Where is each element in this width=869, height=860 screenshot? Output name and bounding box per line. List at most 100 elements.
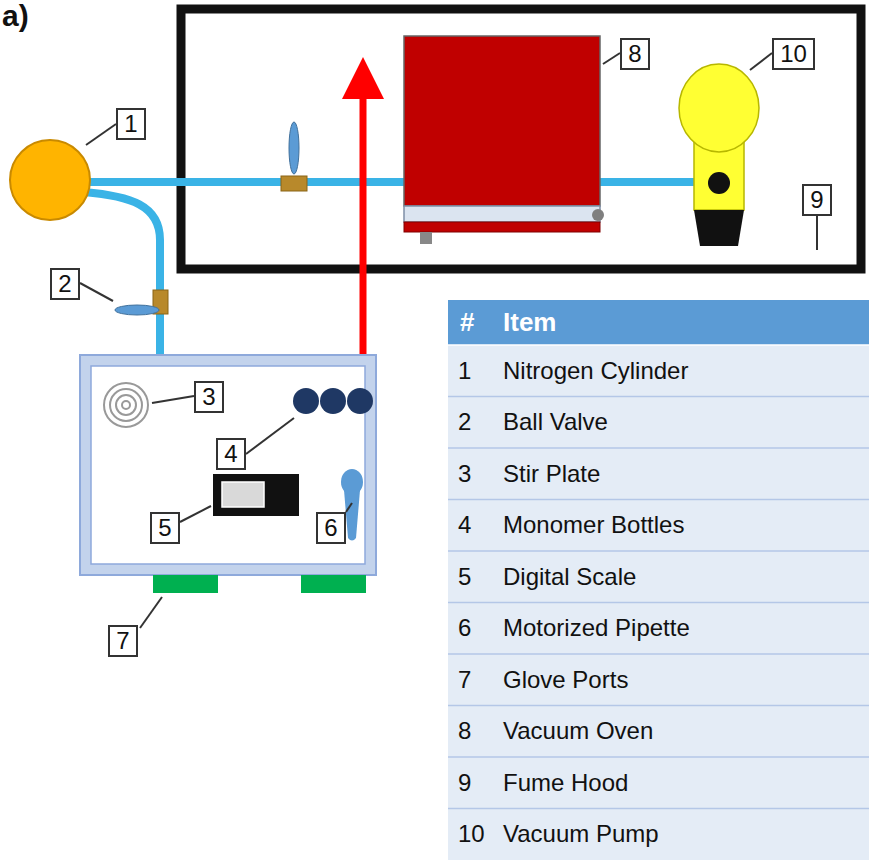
nitrogen-tube [88,178,705,186]
transfer-arrow [360,78,367,356]
glove-box [80,355,376,575]
table-item: Digital Scale [503,563,636,591]
vacuum-oven [420,232,432,244]
ball-valve [115,305,159,315]
glove-box [80,355,376,575]
transfer-arrow [363,78,364,356]
callout-number: 9 [810,187,824,213]
table-number: 8 [458,717,471,745]
nitrogen-cylinder [10,140,90,220]
callout-number: 6 [324,515,338,541]
callout-box: 3 [194,381,224,413]
glove-port [153,575,218,593]
vacuum-oven [404,36,604,244]
stir-plate [104,383,148,427]
callout-box: 6 [316,512,346,544]
fume-hood [181,9,861,269]
leader-line [246,418,294,454]
table-item: Ball Valve [503,408,608,436]
callout-number: 1 [124,111,138,137]
stir-plate [110,389,142,421]
nitrogen-tube [84,192,160,356]
fume-hood [181,9,861,269]
digital-scale [213,474,299,516]
motorized-pipette [344,490,360,541]
table-row-divider [448,705,869,707]
glove-port [153,575,366,593]
ball-valve [289,122,299,174]
vacuum-oven [404,36,600,206]
monomer-bottle [293,388,319,414]
stir-plate [116,395,136,415]
table-background [448,300,869,345]
table-row-divider [448,499,869,501]
leader-line [80,283,113,301]
leader-line [750,53,772,70]
vacuum-oven [404,206,600,222]
vacuum-oven [404,222,600,232]
panel-label: a) [2,2,29,30]
table-item: Motorized Pipette [503,614,690,642]
table-number: 1 [458,357,471,385]
table-background [448,300,869,860]
glove-box [91,366,365,564]
table-item: Glove Ports [503,666,628,694]
table-row-divider [448,602,869,604]
leader-line [152,396,194,403]
leader-line [140,597,162,628]
leader-line [346,503,352,512]
table-header: Item [503,308,556,336]
table-row-divider [448,396,869,398]
callout-number: 2 [58,271,72,297]
callout-number: 5 [158,515,172,541]
monomer-bottle [347,388,373,414]
monomer-bottle [293,388,373,414]
table-item: Fume Hood [503,769,628,797]
callout-box: 1 [116,108,146,140]
leader-line [180,506,211,522]
digital-scale [222,482,264,507]
table-item: Nitrogen Cylinder [503,357,688,385]
digital-scale [213,474,299,516]
leader-line [603,53,620,64]
table-number: 4 [458,511,471,539]
callout-number: 10 [780,41,807,67]
ball-valve [281,176,307,191]
table-number: 7 [458,666,471,694]
vacuum-pump [694,210,744,246]
glove-port [301,575,366,593]
vacuum-pump [708,172,730,194]
callout-number: 3 [202,384,216,410]
table-number: 9 [458,769,471,797]
nitrogen-cylinder [10,140,90,220]
monomer-bottle [320,388,346,414]
callout-box: 9 [802,184,832,216]
table-row-divider [448,447,869,449]
table-item: Vacuum Pump [503,820,659,848]
callout-number: 7 [116,628,130,654]
table-item: Vacuum Oven [503,717,653,745]
callout-box: 8 [620,38,650,70]
callout-box: 10 [772,38,815,70]
table-item: Monomer Bottles [503,511,684,539]
callout-number: 8 [628,41,642,67]
callout-box: 5 [150,512,180,544]
table-row-divider [448,344,869,346]
table-number: 10 [458,820,485,848]
table-item: Stir Plate [503,460,600,488]
vacuum-oven [592,209,604,221]
stir-plate [104,383,148,427]
table-number: 6 [458,614,471,642]
leader-line [816,216,818,250]
stir-plate [122,401,130,409]
vacuum-pump [679,64,759,246]
callout-number: 4 [224,441,238,467]
vacuum-pump [679,64,759,152]
leader-line [86,124,116,145]
table-number: 5 [458,563,471,591]
callout-box: 4 [216,438,246,470]
table-row-divider [448,345,869,809]
table-number: 3 [458,460,471,488]
table-background [448,345,869,860]
